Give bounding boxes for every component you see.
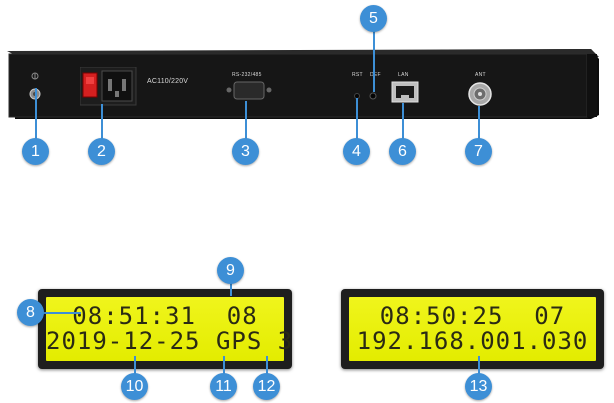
callout-6-leader bbox=[402, 103, 404, 141]
lcd1-line-date-gps: 2019-12-25 GPS 3 bbox=[46, 327, 294, 355]
callout-1: 1 bbox=[22, 138, 49, 165]
panel-body bbox=[7, 49, 599, 119]
lcd-screen-2: 08:50:25 07 192.168.001.030 bbox=[349, 297, 596, 361]
callout-2: 2 bbox=[88, 138, 115, 165]
antenna-connector[interactable] bbox=[467, 81, 493, 107]
callout-12: 12 bbox=[253, 373, 280, 400]
callout-10: 10 bbox=[121, 373, 148, 400]
lcd2-line-time: 08:50:25 07 bbox=[379, 302, 566, 330]
serial-port[interactable] bbox=[224, 80, 274, 102]
callout-9: 9 bbox=[217, 257, 244, 284]
ant-label: ANT bbox=[475, 72, 486, 78]
reset-default-buttons[interactable] bbox=[351, 89, 381, 103]
callout-1-leader bbox=[35, 88, 37, 141]
callout-10-leader bbox=[134, 356, 136, 378]
rst-label: RST bbox=[352, 72, 363, 78]
lcd-screen-1: 08:51:31 08 2019-12-25 GPS 3 bbox=[46, 297, 294, 361]
callout-7-leader bbox=[478, 106, 480, 141]
callout-4-leader bbox=[356, 98, 358, 141]
lcd1-line-time: 08:51:31 08 bbox=[72, 302, 258, 330]
lan-label: LAN bbox=[398, 72, 409, 78]
callout-8-leader bbox=[43, 312, 81, 314]
callout-9-leader bbox=[230, 282, 232, 296]
callout-3: 3 bbox=[232, 138, 259, 165]
power-label: AC110/220V bbox=[147, 78, 189, 85]
device-rear-panel: AC110/220V RS-232/485 RST DEF LAN ANT bbox=[7, 45, 599, 119]
callout-5-leader bbox=[373, 30, 375, 92]
callout-11: 11 bbox=[210, 373, 237, 400]
def-label: DEF bbox=[370, 72, 381, 78]
callout-5: 5 bbox=[360, 5, 387, 32]
lan-port[interactable] bbox=[391, 81, 419, 103]
callout-11-leader bbox=[223, 356, 225, 378]
power-inlet[interactable] bbox=[80, 67, 140, 107]
callout-13: 13 bbox=[465, 373, 492, 400]
callout-12-leader bbox=[266, 356, 268, 378]
callout-7: 7 bbox=[465, 138, 492, 165]
callout-8: 8 bbox=[17, 299, 44, 326]
callout-4: 4 bbox=[343, 138, 370, 165]
callout-3-leader bbox=[245, 101, 247, 141]
callout-6: 6 bbox=[389, 138, 416, 165]
lcd2-line-ip: 192.168.001.030 bbox=[356, 327, 589, 355]
ground-terminal bbox=[29, 72, 41, 100]
callout-13-leader bbox=[478, 356, 480, 378]
serial-port-label: RS-232/485 bbox=[232, 72, 262, 78]
callout-2-leader bbox=[101, 104, 103, 141]
